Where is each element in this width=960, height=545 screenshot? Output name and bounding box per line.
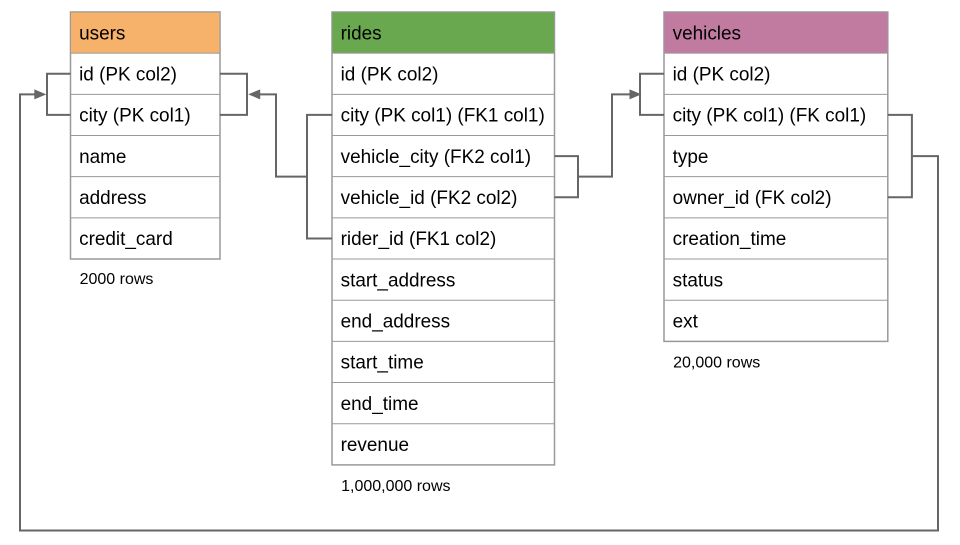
svg-text:city (PK col1) (FK1 col1): city (PK col1) (FK1 col1) [341, 106, 545, 127]
svg-text:rider_id (FK1 col2): rider_id (FK1 col2) [341, 229, 497, 250]
svg-text:type: type [673, 147, 709, 168]
svg-text:owner_id (FK col2): owner_id (FK col2) [673, 188, 832, 209]
svg-text:revenue: revenue [341, 435, 409, 456]
svg-text:vehicle_city (FK2 col1): vehicle_city (FK2 col1) [341, 147, 531, 168]
svg-text:vehicle_id (FK2 col2): vehicle_id (FK2 col2) [341, 188, 518, 209]
svg-text:name: name [79, 147, 126, 168]
svg-text:city (PK col1): city (PK col1) [79, 106, 191, 127]
svg-text:id (PK col2): id (PK col2) [341, 64, 439, 85]
svg-text:20,000 rows: 20,000 rows [673, 355, 760, 372]
svg-text:end_time: end_time [341, 394, 419, 415]
svg-text:end_address: end_address [341, 311, 451, 332]
svg-text:id (PK col2): id (PK col2) [79, 64, 177, 85]
svg-text:credit_card: credit_card [79, 229, 173, 250]
svg-text:start_time: start_time [341, 353, 424, 374]
svg-text:ext: ext [673, 311, 699, 332]
svg-text:address: address [79, 188, 146, 209]
svg-text:creation_time: creation_time [673, 229, 787, 250]
svg-text:1,000,000 rows: 1,000,000 rows [341, 478, 450, 495]
svg-text:city (PK col1) (FK col1): city (PK col1) (FK col1) [673, 106, 867, 127]
svg-text:2000 rows: 2000 rows [80, 271, 154, 288]
svg-text:id (PK col2): id (PK col2) [673, 64, 771, 85]
svg-text:vehicles: vehicles [673, 23, 741, 44]
svg-text:start_address: start_address [341, 270, 456, 291]
svg-text:status: status [673, 270, 724, 291]
svg-text:users: users [79, 23, 125, 44]
svg-text:rides: rides [341, 23, 382, 44]
